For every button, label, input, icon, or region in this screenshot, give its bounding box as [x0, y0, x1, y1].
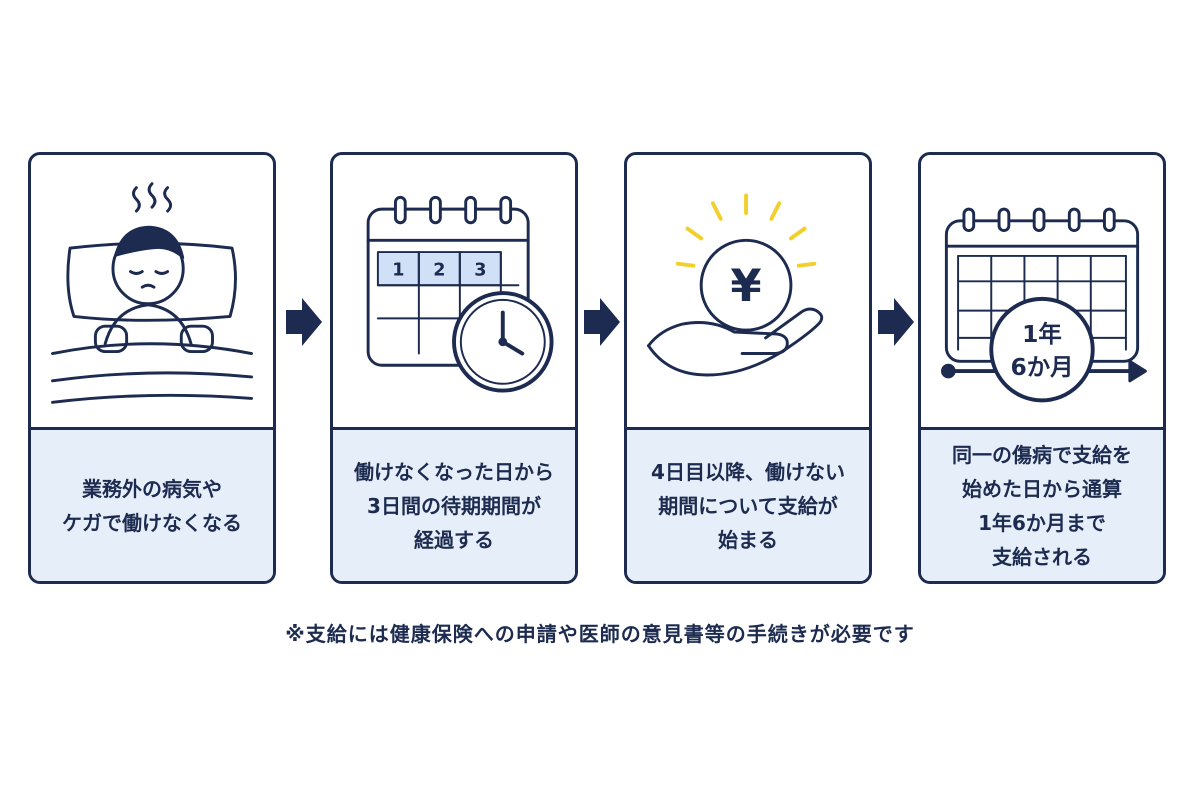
caption-line: 3日間の待期期間が — [367, 493, 541, 518]
calendar-clock-icon: 1 2 3 — [333, 155, 575, 433]
calendar-day-2: 2 — [433, 260, 445, 280]
caption-line: 支給される — [992, 544, 1092, 569]
step-card-2: 1 2 3 働けなくなった日から 3日間の待期期間が 経過する — [330, 152, 578, 584]
arrow-right-icon — [584, 298, 620, 346]
arrow-right-icon — [878, 298, 914, 346]
caption-line: 1年6か月まで — [978, 510, 1106, 535]
step-caption-1: 業務外の病気や ケガで働けなくなる — [31, 427, 273, 581]
caption-line: 始めた日から通算 — [962, 476, 1122, 501]
caption-line: 期間について支給が — [658, 493, 838, 518]
caption-line: 同一の傷病で支給を — [952, 442, 1132, 467]
yen-symbol: ¥ — [730, 259, 761, 312]
step-caption-2: 働けなくなった日から 3日間の待期期間が 経過する — [333, 427, 575, 581]
caption-line: ケガで働けなくなる — [62, 510, 242, 535]
caption-line: 業務外の病気や — [82, 476, 222, 501]
step-card-1: 業務外の病気や ケガで働けなくなる — [28, 152, 276, 584]
arrow-right-icon — [286, 298, 322, 346]
step-caption-3: 4日目以降、働けない 期間について支給が 始まる — [627, 427, 869, 581]
caption-line: 始まる — [718, 527, 778, 552]
sick-person-in-bed-icon — [31, 155, 273, 433]
step-card-3: ¥ 4日目以降、働けない 期間について支給が 始まる — [624, 152, 872, 584]
step-card-4: 1年 6か月 同一の傷病で支給を 始めた日から通算 1年6か月まで 支給される — [918, 152, 1166, 584]
duration-text-line1: 1年 — [1022, 320, 1062, 348]
footnote: ※支給には健康保険への申請や医師の意見書等の手続きが必要です — [285, 622, 915, 646]
caption-line: 働けなくなった日から — [354, 459, 554, 484]
caption-line: 経過する — [414, 527, 494, 552]
caption-line: 4日目以降、働けない — [651, 459, 845, 484]
duration-text-line2: 6か月 — [1010, 353, 1073, 381]
calendar-day-1: 1 — [392, 260, 404, 280]
step-caption-4: 同一の傷病で支給を 始めた日から通算 1年6か月まで 支給される — [921, 427, 1163, 581]
calendar-timeline-icon: 1年 6か月 — [921, 155, 1163, 433]
calendar-day-3: 3 — [474, 260, 486, 280]
yen-coin-hand-icon: ¥ — [627, 155, 869, 433]
